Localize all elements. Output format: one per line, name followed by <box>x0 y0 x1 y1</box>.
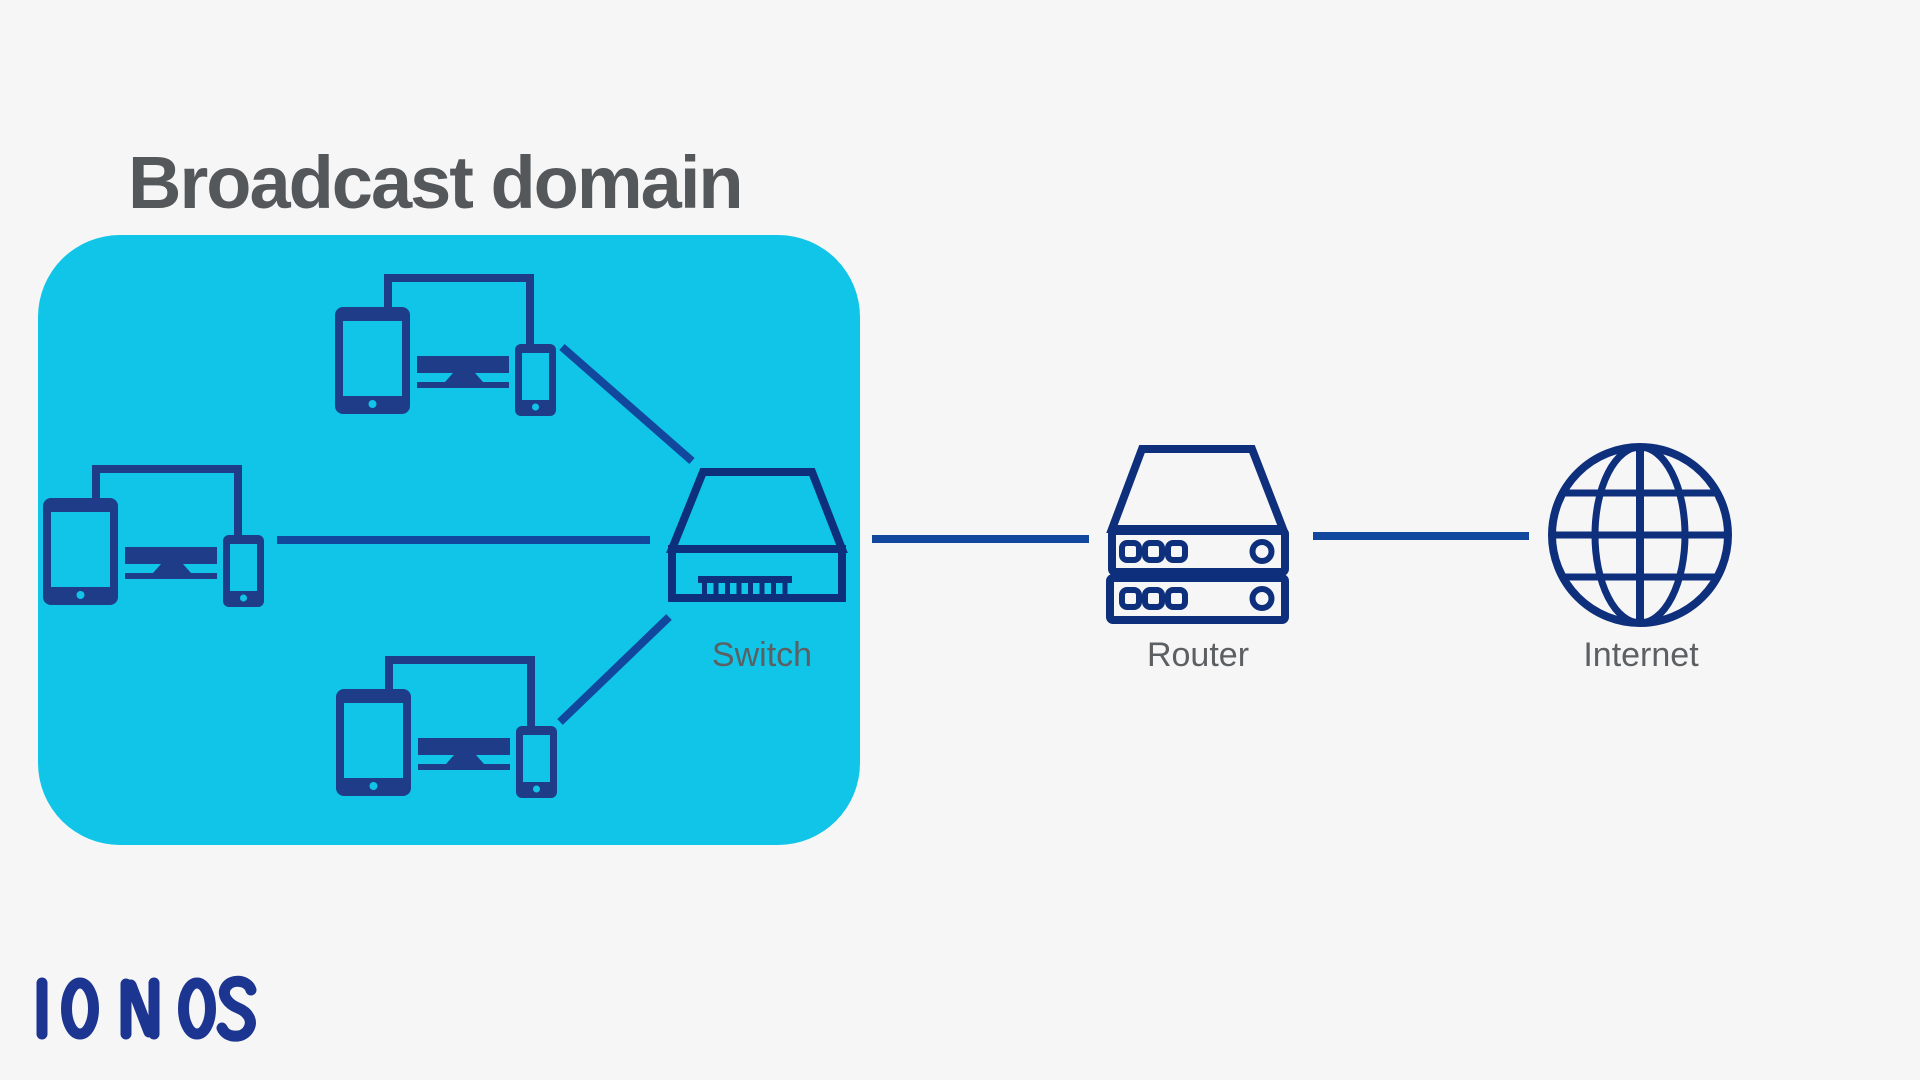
router-label: Router <box>1146 636 1250 674</box>
switch-ports <box>702 583 788 599</box>
connection-bottom-cluster-switch <box>557 614 672 725</box>
router-icon <box>1106 445 1289 624</box>
switch-label: Switch <box>711 636 813 674</box>
connection-top-cluster-switch <box>559 343 695 465</box>
switch-icon <box>666 468 848 602</box>
ionos-logo <box>36 975 257 1042</box>
router-ports <box>1119 539 1275 611</box>
internet-label: Internet <box>1583 636 1699 674</box>
page-title: Broadcast domain <box>128 141 744 224</box>
globe-icon <box>1548 443 1732 627</box>
